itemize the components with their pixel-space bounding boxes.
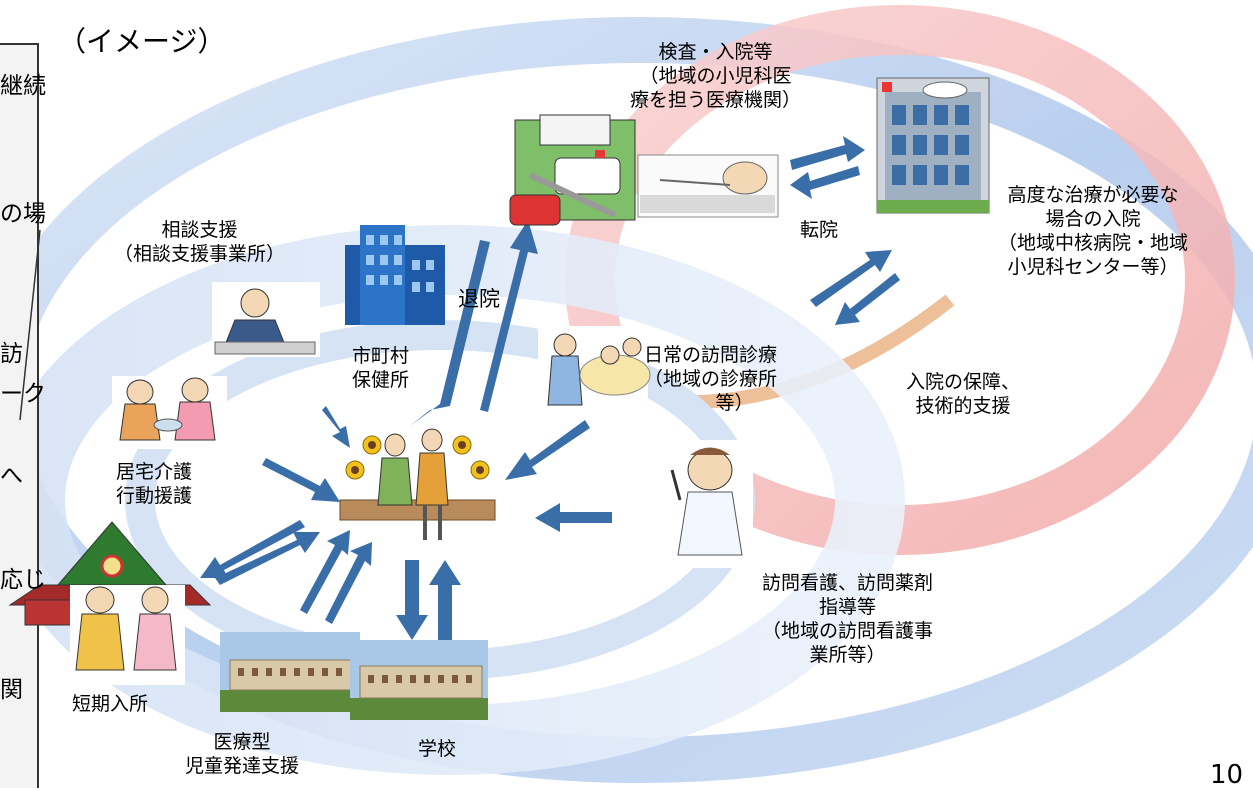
label-exam-hospital: 検査・入院等 （地域の小児科医 療を担う医療機関） (630, 41, 802, 111)
school-building-icon (350, 640, 488, 720)
label-municipality: 市町村 保健所 (352, 345, 410, 391)
label-advanced-hospital: 高度な治療が必要な 場合の入院 （地域中核病院・地域 小児科センター等） (998, 184, 1189, 278)
label-daily-visit: 日常の訪問診療 （地域の診療所 等） (644, 344, 778, 414)
label-short-stay: 短期入所 (72, 693, 149, 715)
arrow-school-down (396, 560, 428, 640)
ambulance-town-icon (509, 114, 636, 226)
label-nursing: 訪問看護、訪問薬剤 指導等 （地域の訪問看護事 業所等） (762, 572, 934, 666)
panel-divider-line (19, 229, 41, 421)
arrow-transfer-right (790, 136, 865, 170)
phone-consultant-icon (212, 282, 320, 357)
left-fragment-2: の場 (0, 201, 46, 227)
doctor-visit-icon (538, 326, 651, 416)
left-panel (0, 43, 39, 788)
label-guarantee: 入院の保障、 技術的支援 (906, 371, 1021, 417)
label-school: 学校 (418, 738, 457, 760)
arrow-medical-dev-b (325, 542, 372, 624)
short-stay-house-icon (8, 521, 212, 685)
arrow-discharge-down (410, 240, 490, 426)
arrow-guarantee-up (810, 250, 892, 307)
label-medical-dev: 医療型 児童発達支援 (185, 731, 300, 777)
arrow-nurse (535, 503, 612, 532)
page-number: 10 (1210, 760, 1244, 790)
nurse-icon (668, 440, 753, 568)
arrow-transfer-left (790, 166, 860, 199)
arrow-daily-visit (505, 420, 590, 480)
arrow-discharge-up (480, 220, 538, 412)
left-fragment-3: 訪 (0, 341, 23, 367)
caregivers-icon (112, 376, 227, 449)
left-fragment-1: 継続 (0, 73, 46, 99)
label-transfer: 転院 (800, 219, 839, 241)
label-consultation: 相談支援 （相談支援事業所） (114, 219, 286, 265)
page-title: （イメージ） (58, 25, 226, 58)
hospital-building-icon (876, 77, 990, 214)
left-fragment-6: 応じ (0, 567, 46, 593)
arrow-medical-dev-a (300, 530, 350, 614)
outer-blue-ring (0, 17, 1253, 783)
arrow-municipality (322, 406, 350, 448)
arrow-guarantee-down (835, 273, 900, 325)
office-building-icon (345, 225, 445, 325)
arrow-short-stay-in (215, 532, 320, 585)
label-discharge: 退院 (458, 287, 500, 311)
left-fragment-7: 関 (0, 677, 23, 703)
label-home-care: 居宅介護 行動援護 (116, 461, 193, 507)
arrow-home-care (262, 458, 340, 502)
left-fragment-4: ーク (0, 381, 46, 407)
family-sunflowers-icon (339, 428, 496, 540)
arrow-school-up (429, 560, 461, 640)
arrow-short-stay-out (200, 520, 305, 578)
left-fragment-5: へ (0, 463, 23, 489)
facility-building-icon (220, 632, 360, 712)
hospital-bed-patient-icon (637, 154, 779, 218)
arrows (200, 136, 900, 640)
